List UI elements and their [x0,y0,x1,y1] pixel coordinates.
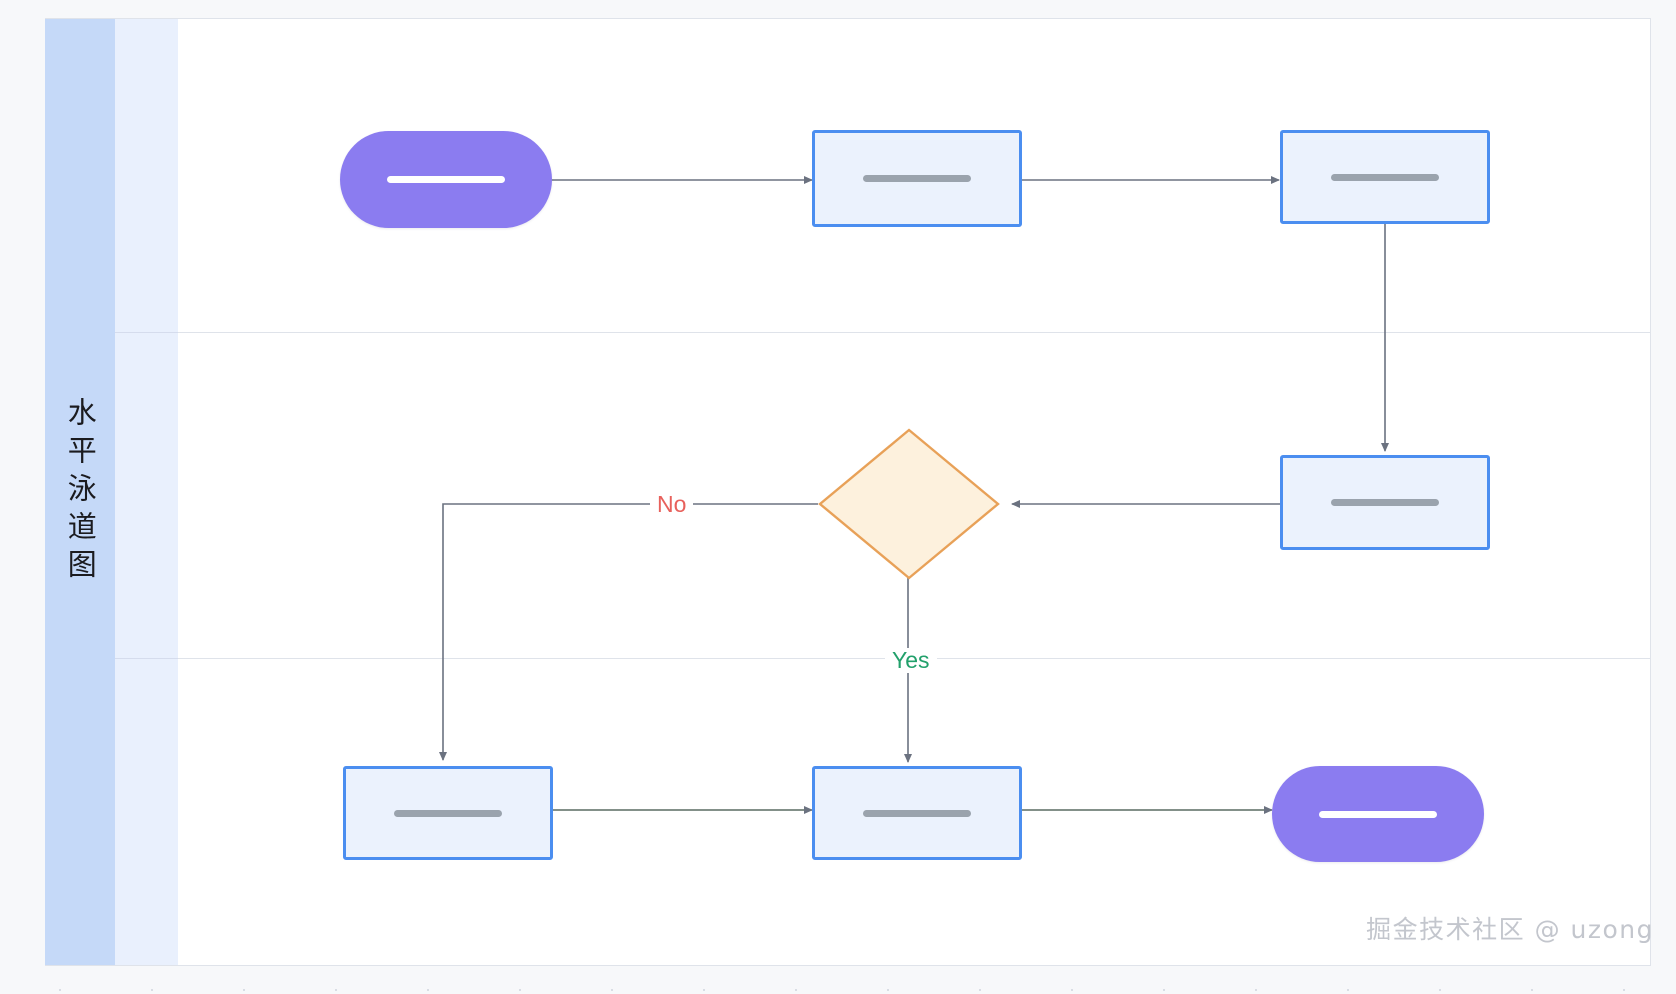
lane-header-2[interactable] [115,333,178,658]
node-label-redacted [862,809,972,817]
edge-n5-n6-no[interactable] [439,503,818,761]
node-process-4[interactable] [343,766,553,860]
node-start-terminator[interactable] [340,131,552,228]
node-label-redacted [1330,499,1440,506]
node-label-redacted [393,809,503,817]
watermark: 掘金技术社区 @ uzong [1366,915,1654,944]
lane-header-3[interactable] [115,659,178,965]
edge-label-no: No [650,491,694,518]
lane-divider-1 [115,332,1650,333]
node-label-redacted [386,176,506,183]
node-process-2[interactable] [1280,130,1490,224]
node-process-3[interactable] [1280,455,1490,550]
node-process-5[interactable] [812,766,1022,860]
node-end-terminator[interactable] [1272,766,1484,862]
decision-diamond-shape [818,428,1000,580]
node-decision[interactable] [818,428,1000,580]
pool-title-text: 水平泳道图 [63,397,98,587]
node-process-1[interactable] [812,130,1022,227]
lane-divider-head-1 [115,332,178,333]
pool-title-band[interactable]: 水平泳道图 [45,19,115,965]
lane-header-1[interactable] [115,19,178,332]
node-label-redacted [1330,173,1440,181]
edge-label-yes: Yes [885,647,937,674]
node-label-redacted [1318,810,1438,818]
lane-divider-2 [115,658,1650,659]
node-label-redacted [862,175,972,182]
lane-divider-head-2 [115,658,178,659]
